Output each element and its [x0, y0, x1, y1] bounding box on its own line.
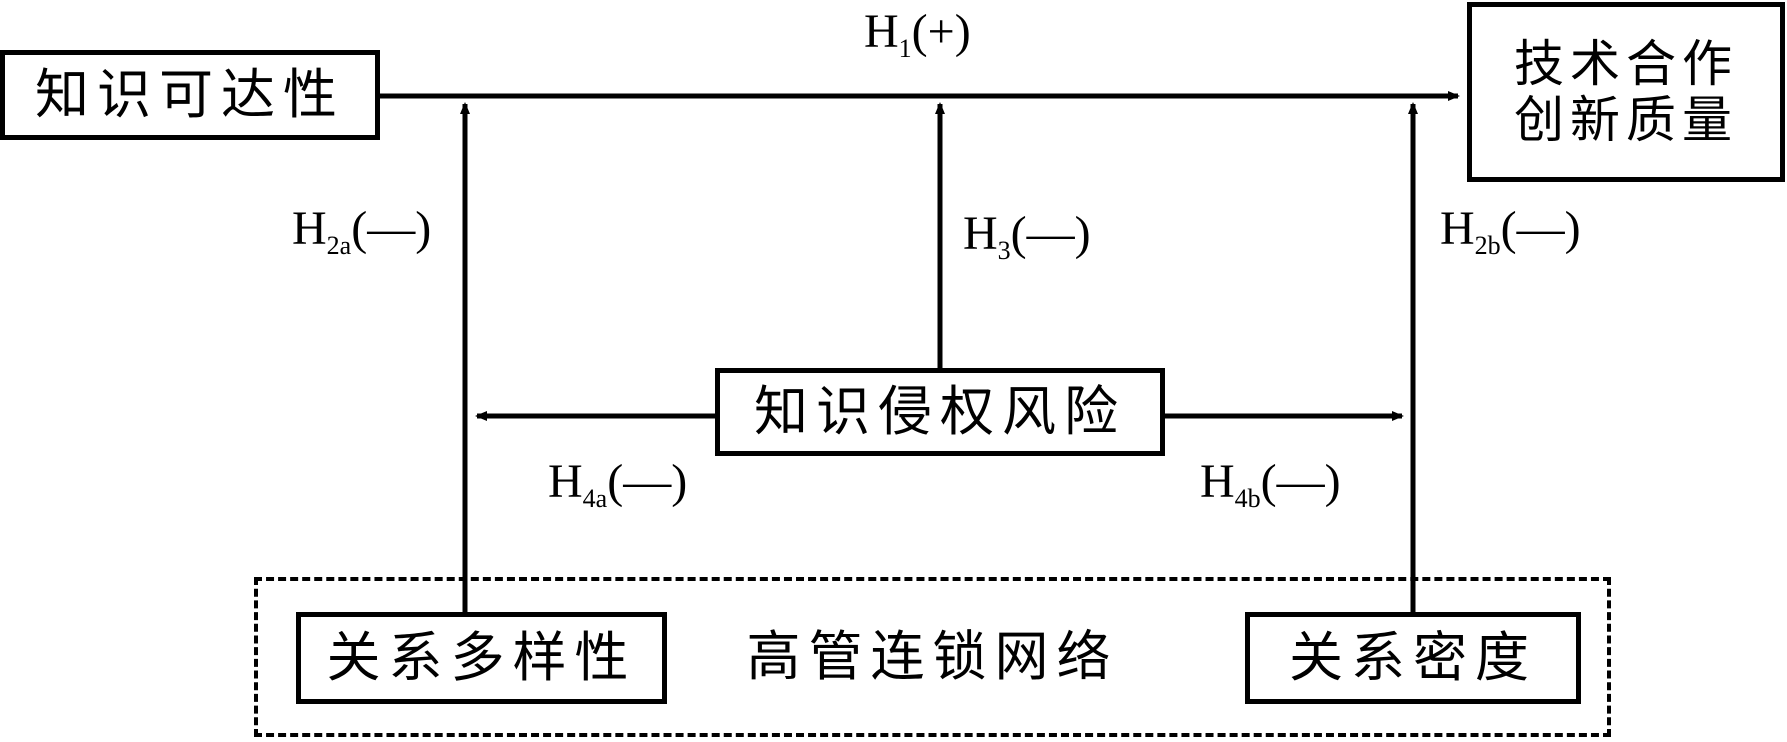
interlock-network-label: 高管连锁网络 — [746, 625, 1119, 688]
interlock-network-group: 高管连锁网络 — [254, 577, 1611, 737]
h4a-label: H4a(—) — [548, 455, 688, 513]
h4b-label: H4b(—) — [1200, 455, 1341, 513]
knowledge-accessibility-box: 知识可达性 — [0, 50, 380, 140]
relationship-diversity-label: 关系多样性 — [326, 626, 637, 689]
infringement-risk-label: 知识侵权风险 — [754, 380, 1126, 443]
innovation-quality-line1: 技术合作 — [1514, 35, 1738, 93]
innovation-quality-box: 技术合作 创新质量 — [1467, 2, 1785, 182]
relationship-density-label: 关系密度 — [1289, 626, 1537, 689]
h2a-label: H2a(—) — [292, 202, 432, 260]
h3-label: H3(—) — [963, 207, 1091, 265]
innovation-quality-line2: 创新质量 — [1514, 91, 1738, 149]
h2b-label: H2b(—) — [1440, 202, 1581, 260]
infringement-risk-box: 知识侵权风险 — [715, 368, 1165, 456]
relationship-diversity-box: 关系多样性 — [296, 612, 667, 704]
h1-label: H1(+) — [864, 5, 971, 63]
knowledge-accessibility-label: 知识可达性 — [35, 63, 345, 126]
relationship-density-box: 关系密度 — [1245, 612, 1581, 704]
